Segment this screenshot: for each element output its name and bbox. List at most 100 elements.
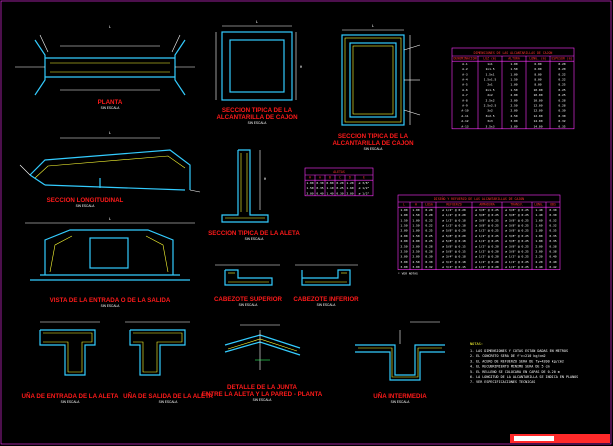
table-cell: A-11: [461, 114, 468, 118]
table-cell: 2x1: [487, 83, 493, 87]
table-cell: 1.00: [510, 62, 517, 66]
dimensiones-table: DIMENSIONES DE LAS ALCANTARILLAS DE CAJO…: [451, 47, 575, 130]
table-cell: ø 3/8" @ 0.25: [505, 229, 529, 233]
table-cell: 3x2.5: [485, 114, 494, 118]
table-cell: 0.35: [558, 124, 565, 128]
table-cell: 0.32: [549, 224, 556, 228]
seccion-longitudinal-drawing: [19, 137, 201, 193]
table-cell: 0.30: [549, 208, 556, 212]
table-cell: 0.35: [316, 186, 323, 190]
table-cell: 1.50: [400, 218, 407, 222]
table-cell: 14.00: [533, 119, 542, 123]
table-cell: 0.30: [336, 191, 343, 195]
table-cell: 1.60: [346, 186, 353, 190]
table-cell: 2.00: [510, 93, 517, 97]
note-item: 1. LAS DIMENSIONES Y COTAS ESTAN DADAS E…: [470, 349, 568, 353]
table-cell: ø 5/8" @ 0.15: [442, 250, 466, 254]
una-intermedia-scale: SIN ESCALA: [391, 400, 411, 404]
note-item: 7. VER ESPECIFICACIONES TECNICAS: [470, 380, 535, 384]
note-item: 6. LA LONGITUD DE LA ALCANTARILLA SE IND…: [470, 375, 578, 379]
table-header-cell: LUZ (m): [483, 57, 497, 61]
table-title: ALETAS: [333, 170, 345, 174]
aleta-title: SECCION TIPICA DE LA ALETA: [208, 230, 300, 237]
table-cell: 3.5x3: [485, 124, 494, 128]
table-cell: 8.00: [534, 78, 541, 82]
table-cell: 2.5x2: [485, 98, 494, 102]
table-cell: 2.50: [412, 260, 419, 264]
table-cell: 2.50: [412, 250, 419, 254]
seccion1-dim-side: H: [300, 65, 302, 69]
table-cell: ø 1/2": [359, 186, 370, 190]
table-header-cell: OBS: [550, 203, 556, 207]
table-cell: 0.25: [558, 88, 565, 92]
table-cell: 10.00: [533, 98, 542, 102]
refuerzo-table: DISEÑO Y REFUERZO DE LAS ALCANTARILLAS D…: [397, 194, 561, 276]
cabezote-inferior-title: CABEZOTE INFERIOR: [293, 296, 359, 303]
notes-block: NOTAS:1. LAS DIMENSIONES Y COTAS ESTAN D…: [470, 342, 578, 384]
una-salida-scale: SIN ESCALA: [159, 400, 179, 404]
table-cell: ø 1/2" @ 0.20: [475, 244, 499, 248]
table-cell: 2.00: [535, 250, 542, 254]
una-entrada-title: UÑA DE ENTRADA DE LA ALETA: [22, 393, 119, 400]
seccion-alcantarilla-1-drawing: [215, 25, 297, 101]
table-cell: 0.30: [425, 255, 432, 259]
table-cell: 0.20: [558, 62, 565, 66]
table-header-cell: DENOMINACION: [453, 57, 476, 61]
table-cell: 0.38: [549, 250, 556, 254]
table-cell: 1.5x1: [485, 72, 494, 76]
una-intermedia-drawing: [355, 321, 445, 381]
table-cell: 1.60: [535, 218, 542, 222]
table-cell: A-9: [462, 104, 468, 108]
table-cell: A-13: [461, 124, 468, 128]
table-header-cell: TRANSV.: [510, 203, 524, 207]
table-cell: 1.00: [510, 83, 517, 87]
vista-entrada-drawing: [25, 222, 195, 281]
table-cell: 0.28: [425, 244, 432, 248]
table-cell: 1.80: [535, 239, 542, 243]
table-cell: 0.35: [549, 229, 556, 233]
table-cell: 1.20: [346, 181, 353, 185]
cabezote-superior-scale: SIN ESCALA: [239, 303, 259, 307]
table-cell: 1.00: [412, 229, 419, 233]
table-cell: ø 3/8": [359, 181, 370, 185]
table-cell: 0.25: [425, 229, 432, 233]
table-cell: ø 5/8" @ 0.20: [442, 234, 466, 238]
table-cell: 1.80: [535, 229, 542, 233]
table-cell: 6.00: [534, 67, 541, 71]
table-cell: 3.00: [412, 265, 419, 269]
table-header-cell: C: [339, 176, 341, 180]
table-header-cell: LOSA: [425, 203, 433, 207]
table-cell: 0.25: [425, 239, 432, 243]
table-cell: 6.00: [534, 62, 541, 66]
table-header-cell: D: [349, 176, 351, 180]
planta-scale: SIN ESCALA: [101, 106, 121, 110]
table-cell: 8.00: [534, 83, 541, 87]
table-cell: 2.00: [400, 229, 407, 233]
planta-drawing: [15, 34, 195, 96]
junta-title-line1: DETALLE DE LA JUNTA: [227, 384, 298, 391]
table-cell: 1.40: [535, 208, 542, 212]
table-cell: 1.00: [400, 213, 407, 217]
table-cell: 2.00: [306, 191, 313, 195]
table-cell: 0.30: [558, 109, 565, 113]
table-cell: 12.00: [533, 104, 542, 108]
table-cell: A-6: [462, 88, 468, 92]
table-cell: 0.25: [336, 186, 343, 190]
table-cell: 10.00: [533, 88, 542, 92]
table-cell: 3.00: [510, 119, 517, 123]
cabezote-inferior-scale: SIN ESCALA: [317, 303, 337, 307]
table-cell: 3x3: [487, 119, 493, 123]
junta-scale: SIN ESCALA: [253, 398, 273, 402]
table-cell: 2.5x2.5: [484, 104, 497, 108]
table-cell: 2.00: [510, 109, 517, 113]
table-cell: ø 3/8" @ 0.25: [475, 213, 499, 217]
table-cell: ø 1/2" @ 0.25: [475, 229, 499, 233]
table-cell: ø 3/8" @ 0.25: [475, 224, 499, 228]
table-cell: 2.50: [400, 250, 407, 254]
table-cell: ø 1/2" @ 0.25: [505, 265, 529, 269]
note-item: 5. EL RELLENO SE COLOCARA EN CAPAS DE 0.…: [470, 370, 560, 374]
table-title: DIMENSIONES DE LAS ALCANTARILLAS DE CAJO…: [474, 51, 553, 55]
seccion2-title-line1: SECCION TIPICA DE LA: [338, 133, 409, 140]
table-border: [304, 167, 374, 197]
una-salida-title: UÑA DE SALIDA DE LA ALETA: [123, 393, 213, 400]
